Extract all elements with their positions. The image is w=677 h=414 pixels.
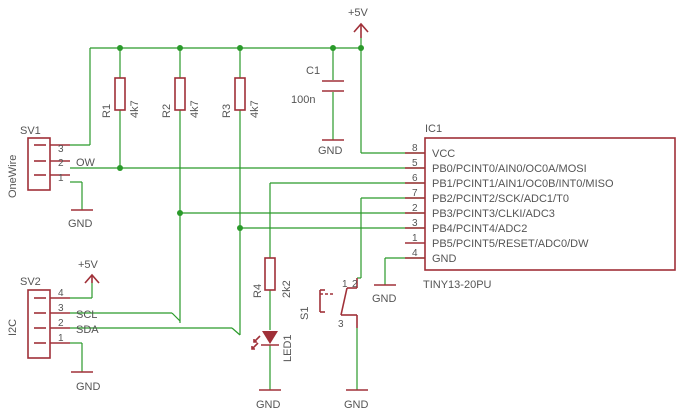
ic-pin-number: 5 (412, 158, 418, 169)
led-d1: LED1 GND (251, 331, 294, 411)
junction-dot (330, 45, 336, 51)
junction-dot (117, 45, 123, 51)
ic-pin-list: 8 VCC 5 PB0/PCINT0/AIN0/OC0A/MOSI 6 PB1/PCINT… (405, 143, 614, 265)
junctions (117, 45, 364, 231)
switch-pin-2: 2 (352, 279, 358, 290)
sv1-pin-1: 1 (58, 173, 64, 184)
junction-dot (237, 45, 243, 51)
connector-sv1: 3 2 1 SV1 OneWire OW GND (7, 125, 96, 230)
sv2-pin-1: 1 (58, 333, 64, 344)
sv2-pin-4: 4 (58, 288, 64, 299)
sv1-pin-2: 2 (58, 158, 64, 169)
gnd-label: GND (68, 218, 93, 230)
r3-name: R3 (221, 104, 233, 118)
r2-value: 4k7 (189, 100, 201, 118)
junction-dot (177, 210, 183, 216)
switch-s1: 1 2 3 S1 GND (299, 278, 369, 411)
junction-dot (237, 225, 243, 231)
led-name: LED1 (282, 334, 294, 362)
r1-name: R1 (101, 104, 113, 118)
switch-pin-1: 1 (342, 279, 348, 290)
switch-pin-3: 3 (338, 319, 344, 330)
ic-pin-number: 2 (412, 203, 418, 214)
net-label-ow: OW (76, 157, 96, 169)
r3-value: 4k7 (249, 100, 261, 118)
r4-name: R4 (252, 284, 264, 298)
ic-pin-number: 3 (412, 218, 418, 229)
sv2-pin-3: 3 (58, 303, 64, 314)
net-label-scl: SCL (76, 309, 97, 321)
net-label-sda: SDA (76, 324, 99, 336)
gnd-label: GND (344, 399, 369, 411)
ic-tiny13: IC1 TINY13-20PU 8 VCC 5 PB0/PCINT0/AIN0/OC0… (372, 123, 676, 305)
resistor-r3: R3 4k7 (221, 77, 261, 118)
gnd-label: GND (372, 293, 397, 305)
sv2-name: SV2 (20, 276, 41, 288)
ic-pin-label: GND (432, 253, 457, 265)
ic-pin-number: 7 (412, 188, 418, 199)
ic-pin-label: PB1/PCINT1/AIN1/OC0B/INT0/MISO (432, 178, 614, 190)
junction-dot (117, 165, 123, 171)
ic-pin-label: PB0/PCINT0/AIN0/OC0A/MOSI (432, 163, 587, 175)
c1-name: C1 (306, 65, 320, 77)
ic-pin-label: VCC (432, 148, 455, 160)
ic-pin-number: 6 (412, 173, 418, 184)
gnd-label: GND (76, 381, 101, 393)
c1-value: 100n (291, 94, 315, 106)
ic-pin-label: PB4/PCINT4/ADC2 (432, 223, 527, 235)
wires (70, 38, 425, 390)
ic-pin-label: PB3/PCINT3/CLKI/ADC3 (432, 208, 555, 220)
ic-pin-number: 1 (412, 233, 418, 244)
gnd-label: GND (256, 399, 281, 411)
sv1-side-label: OneWire (7, 155, 19, 198)
r4-value: 2k2 (281, 280, 293, 298)
junction-dot (177, 45, 183, 51)
switch-name: S1 (299, 307, 311, 320)
vcc-label: +5V (78, 259, 99, 271)
sv2-pin-2: 2 (58, 318, 64, 329)
resistor-r2: R2 4k7 (161, 77, 201, 118)
r2-name: R2 (161, 104, 173, 118)
ic-name: IC1 (425, 123, 442, 135)
sv1-name: SV1 (20, 125, 41, 137)
connector-sv2: 4 3 2 1 SV2 I2C SCL SDA +5V GND (7, 259, 101, 393)
ic-pin-label: PB2/PCINT2/SCK/ADC1/T0 (432, 193, 569, 205)
gnd-label: GND (318, 145, 343, 157)
sv2-side-label: I2C (7, 319, 19, 336)
resistor-r1: R1 4k7 (101, 77, 141, 118)
resistor-r4: R4 2k2 (252, 257, 293, 298)
capacitor-c1: C1 100n GND (291, 65, 344, 157)
ic-part-number: TINY13-20PU (423, 279, 492, 291)
r1-value: 4k7 (129, 100, 141, 118)
ic-pin-number: 4 (412, 248, 418, 259)
ic-pin-number: 8 (412, 143, 418, 154)
ic-pin-label: PB5/PCINT5/RESET/ADC0/DW (432, 238, 589, 250)
vcc-label: +5V (348, 7, 369, 19)
junction-dot (358, 45, 364, 51)
vcc-symbol-top: +5V (348, 7, 369, 38)
sv1-pin-3: 3 (58, 144, 64, 155)
